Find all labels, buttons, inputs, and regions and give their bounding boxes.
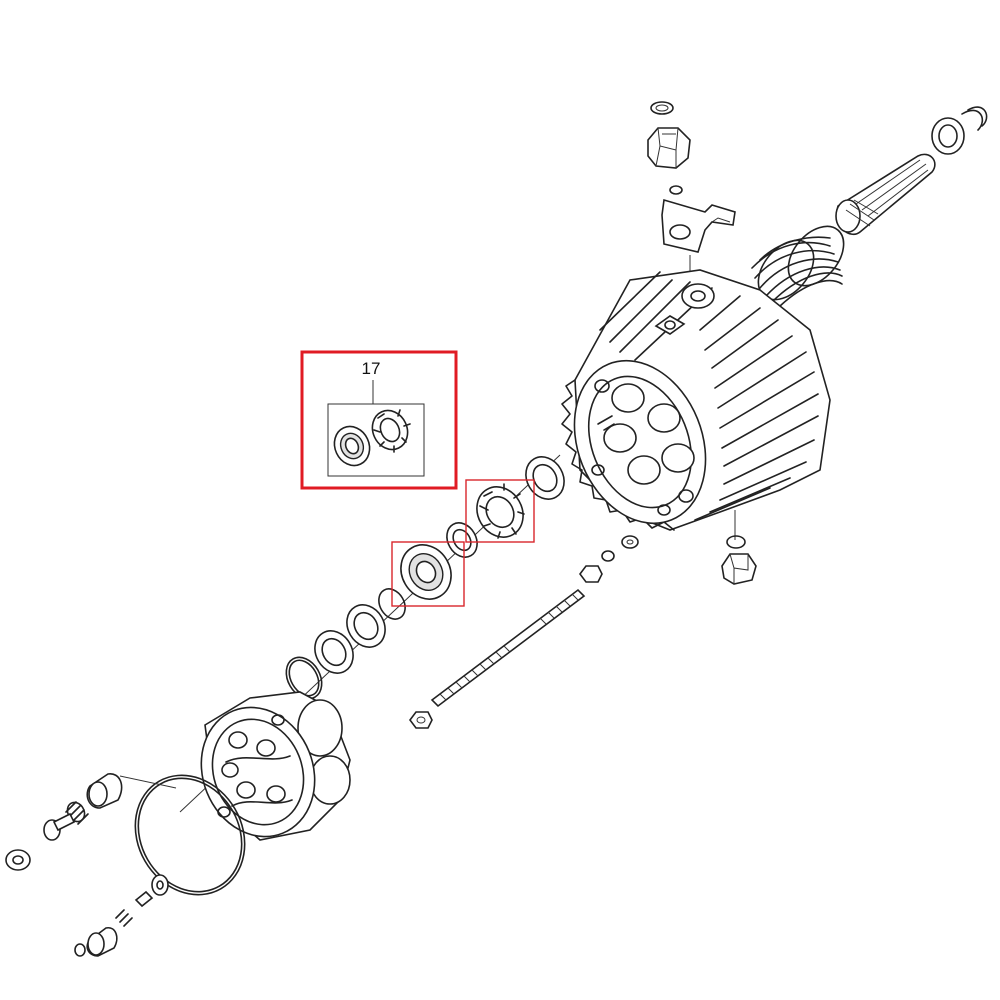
kit-seal-ring xyxy=(333,425,371,467)
rod-nut-top xyxy=(579,565,603,583)
valve-cap xyxy=(86,773,123,809)
callout-number: 17 xyxy=(362,359,381,378)
lip-seal xyxy=(400,544,452,600)
valve-seat xyxy=(151,874,169,896)
housing-nut xyxy=(721,553,757,585)
tie-rod xyxy=(430,588,586,708)
lower-valve-body xyxy=(86,927,118,957)
fitting-washer xyxy=(669,185,683,195)
highlight-box-bearing xyxy=(465,479,535,543)
valve-bolt xyxy=(43,812,76,841)
large-o-ring xyxy=(134,774,246,896)
cylinder-housing xyxy=(561,269,831,531)
housing-washer xyxy=(726,535,746,549)
small-washer-b xyxy=(601,550,615,562)
highlight-box-seal xyxy=(391,541,465,607)
callout-box-17 xyxy=(300,350,458,490)
lower-o-ring xyxy=(74,943,86,957)
small-washer-a xyxy=(621,535,639,549)
hex-nut-fitting xyxy=(647,127,691,169)
seal-ring-1 xyxy=(525,456,565,500)
thin-o-ring-2 xyxy=(285,656,323,700)
retaining-clip xyxy=(961,106,988,131)
seal-ring-3 xyxy=(346,604,386,648)
callout-inner-frame xyxy=(327,403,425,477)
seal-ring-2 xyxy=(446,522,478,558)
leader-line-valve xyxy=(119,775,177,789)
mounting-bracket xyxy=(661,198,736,253)
needle-bearing xyxy=(476,483,525,539)
valve-washer xyxy=(5,849,31,871)
lower-valve-spring xyxy=(115,909,133,927)
thin-o-ring-1 xyxy=(378,588,406,620)
pump-head xyxy=(200,691,351,841)
rod-nut-bottom xyxy=(409,711,433,729)
top-o-ring xyxy=(650,101,674,115)
shaft-washer xyxy=(931,117,965,155)
kit-needle-bearing xyxy=(371,409,411,453)
piston-shaft xyxy=(835,153,936,235)
small-pin xyxy=(134,890,154,908)
seal-ring-4 xyxy=(314,630,354,674)
